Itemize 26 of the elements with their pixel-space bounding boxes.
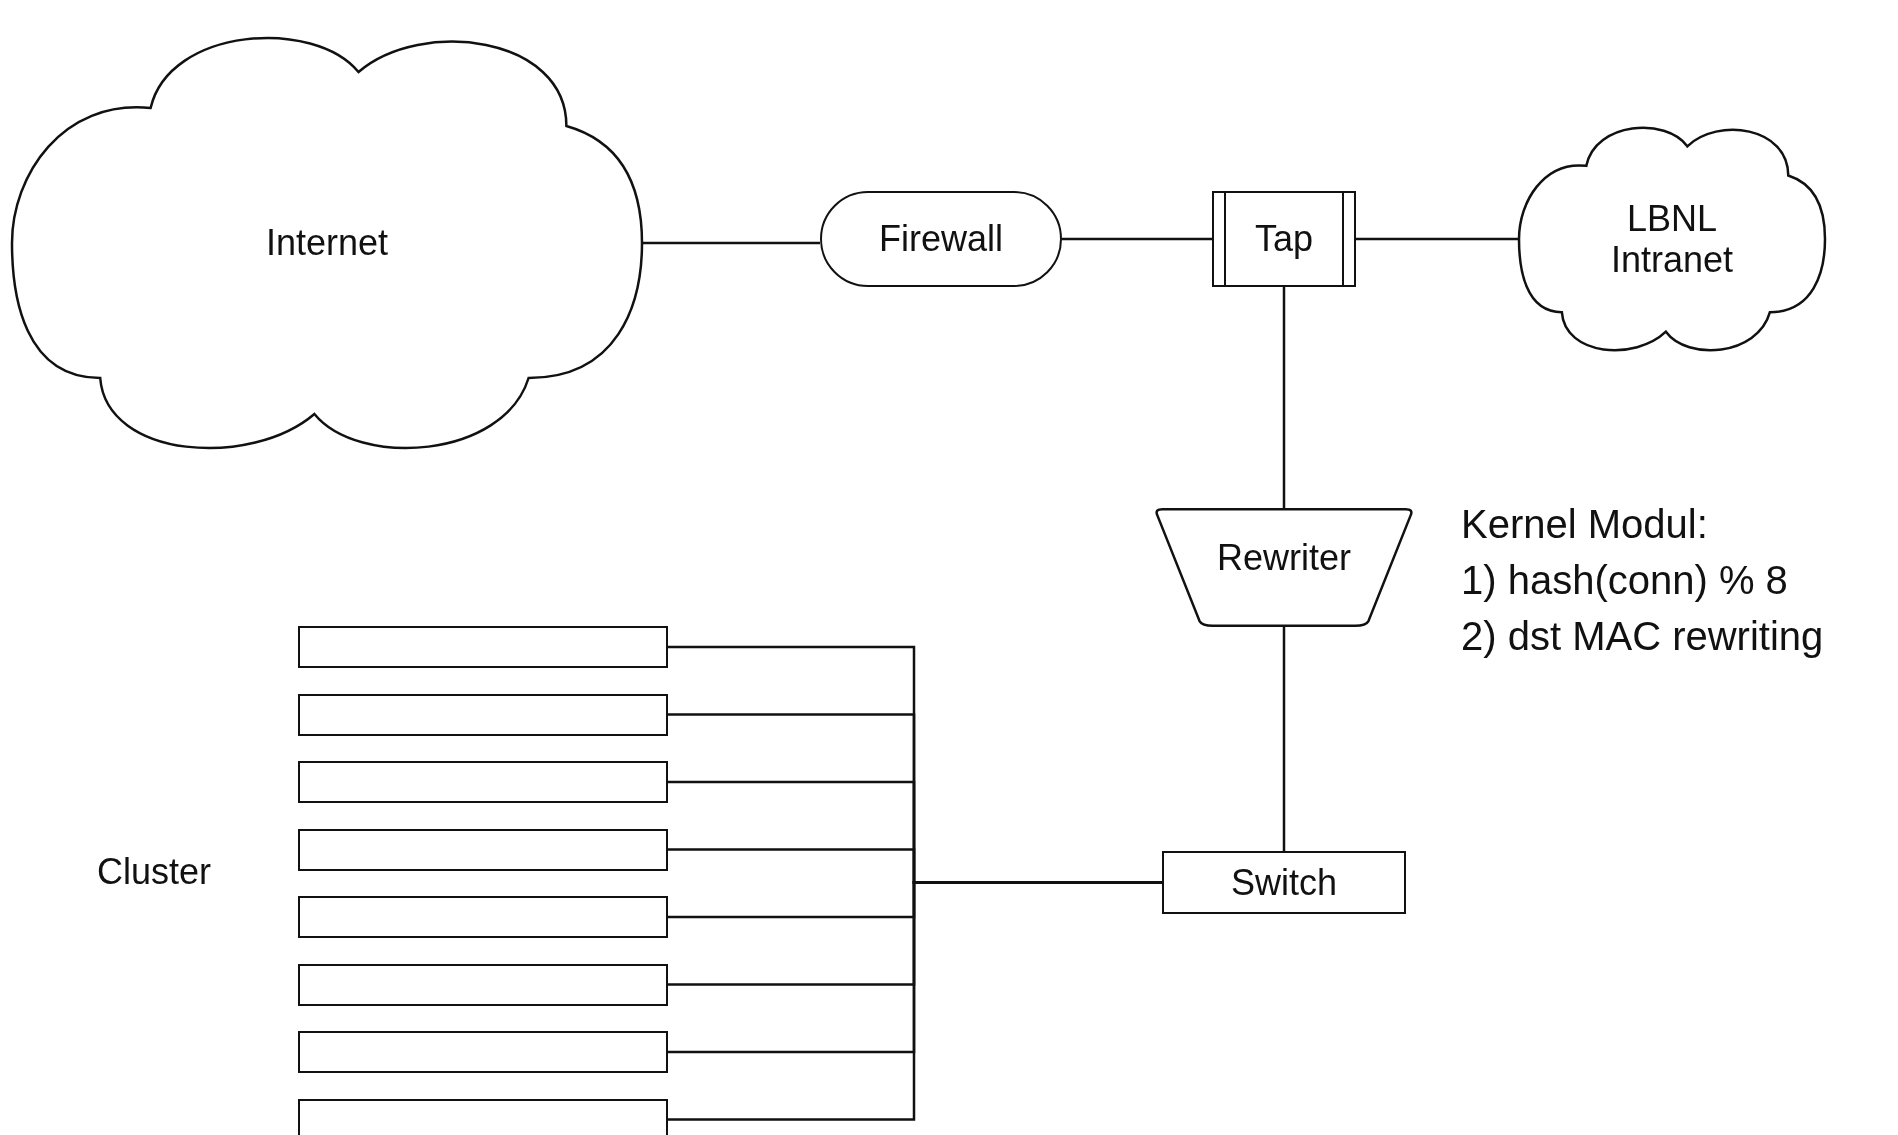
node-label: LBNL Intranet <box>1609 197 1735 281</box>
server-box <box>298 626 668 668</box>
server-box <box>298 963 668 1006</box>
server-box <box>298 828 668 871</box>
node-label: Internet <box>265 222 389 264</box>
connector-line <box>642 241 820 245</box>
node-label: Firewall <box>879 218 1003 260</box>
group-label: Cluster <box>97 850 212 894</box>
connector-line <box>1282 287 1286 508</box>
node-label: Tap <box>1254 218 1313 260</box>
node-label: Rewriter <box>1217 536 1351 579</box>
process-box <box>1162 851 1406 914</box>
node-label: Switch <box>1231 861 1337 904</box>
server-box <box>298 1098 668 1135</box>
connector-line <box>1356 237 1519 241</box>
connector-line <box>1062 237 1212 241</box>
server-box <box>298 896 668 938</box>
note-text: 1) hash(conn) % 8 <box>1461 557 1788 604</box>
server-box <box>298 1031 668 1073</box>
connector-line <box>1282 627 1286 851</box>
note-text: 2) dst MAC rewriting <box>1461 613 1824 660</box>
note-text: Kernel Modul: <box>1461 501 1708 548</box>
trapezoid-shape <box>1152 508 1416 627</box>
server-box <box>298 693 668 736</box>
tap-box <box>1212 191 1356 287</box>
server-box <box>298 761 668 803</box>
